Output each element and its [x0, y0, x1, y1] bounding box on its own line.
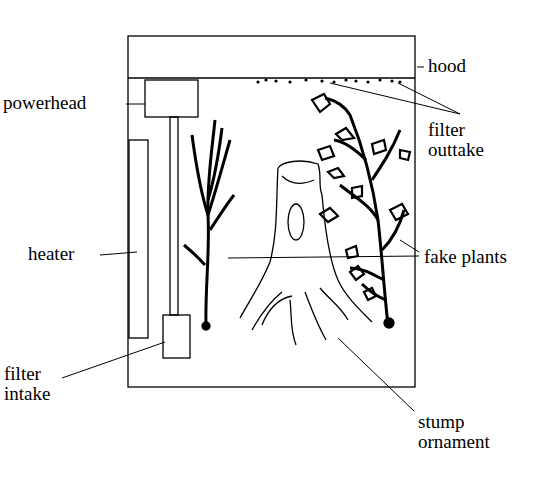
bubble — [390, 79, 393, 82]
bubble — [320, 79, 323, 82]
right-plant-base — [384, 318, 394, 328]
left-plant-base — [202, 322, 210, 330]
bubble — [366, 80, 369, 83]
left-fake-plant — [184, 120, 234, 325]
filter-intake-label: filter intake — [4, 364, 50, 404]
heater-label: heater — [28, 244, 74, 264]
powerhead-body — [145, 80, 198, 117]
bubble — [344, 78, 347, 81]
bubble — [378, 78, 381, 81]
bubble — [354, 79, 357, 82]
plant-leaves — [312, 94, 410, 300]
fake-plants-label: fake plants — [424, 247, 507, 267]
bubble — [288, 80, 291, 83]
bubble — [398, 80, 401, 83]
outtake-bubbles — [256, 78, 401, 83]
filter-intake-body — [163, 315, 190, 358]
stump-ornament-label: stump ornament — [418, 412, 490, 452]
bubble — [256, 80, 259, 83]
bubble — [274, 79, 277, 82]
bubble — [264, 78, 267, 81]
bubble — [332, 80, 335, 83]
leader-lines — [62, 67, 460, 411]
stump-ornament-drawing — [240, 161, 372, 345]
hood-edge — [128, 77, 415, 78]
heater-body — [129, 140, 148, 338]
hood-label: hood — [428, 56, 466, 76]
filter-tube — [170, 117, 178, 315]
powerhead-label: powerhead — [3, 93, 86, 113]
filter-outtake-label: filter outtake — [428, 120, 484, 160]
tank-outline — [128, 36, 415, 387]
bubble — [304, 78, 307, 81]
